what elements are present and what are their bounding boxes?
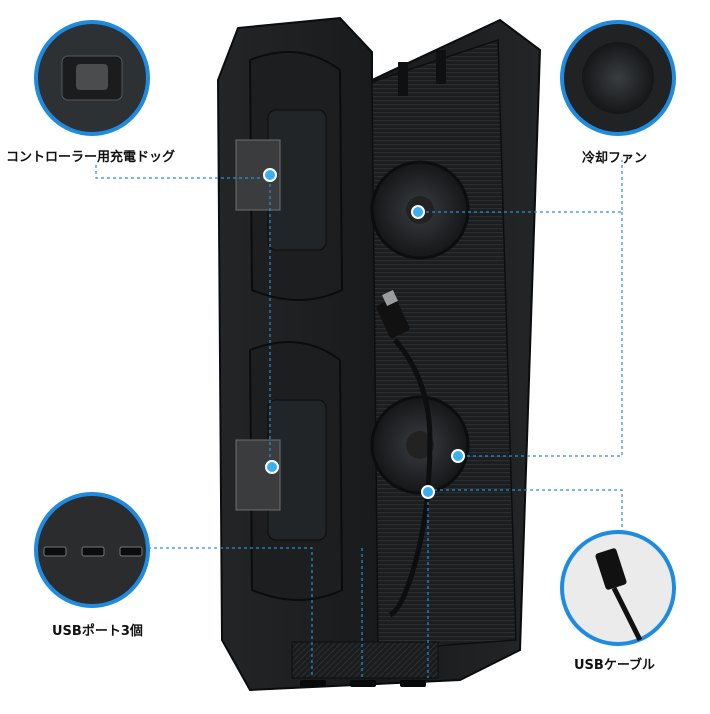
label-controller-dock: コントローラー用充電ドッグ <box>6 150 176 165</box>
fan-bottom <box>370 395 470 495</box>
usb-ports-callout <box>34 492 150 608</box>
usb-cable-callout <box>560 530 676 646</box>
fan-callout <box>560 20 676 136</box>
controller-dock-callout <box>34 20 150 136</box>
label-cooling-fan: 冷却ファン <box>582 151 648 166</box>
callout-lines <box>95 160 623 678</box>
stand-body <box>216 16 542 692</box>
label-usb-cable: USBケーブル <box>574 658 656 673</box>
label-usb-ports: USBポート3個 <box>52 624 143 639</box>
callout-dots <box>263 168 465 499</box>
